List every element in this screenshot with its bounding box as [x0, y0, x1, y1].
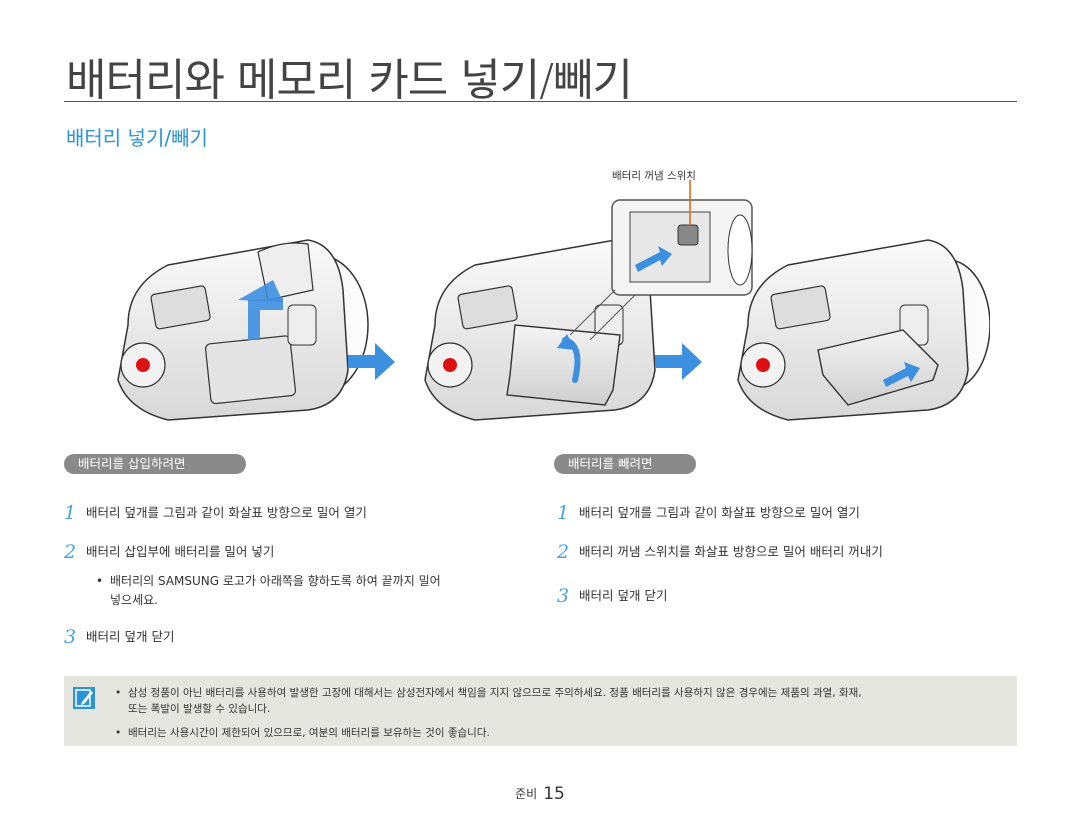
camcorder-2 — [424, 239, 656, 421]
page-footer: 준비 15 — [0, 784, 1080, 804]
callout-label: 배터리 꺼냄 스위치 — [612, 170, 696, 182]
insert-bullet-line1: 배터리의 SAMSUNG 로고가 아래쪽을 향하도록 하여 끝까지 밀어 — [96, 573, 441, 590]
camcorder-1 — [117, 239, 369, 421]
footer-section: 준비 — [515, 787, 538, 801]
camcorder-3 — [737, 239, 990, 421]
note-pencil-icon — [73, 687, 95, 709]
page-number: 15 — [543, 784, 565, 804]
insert-bullet-line2: 넣으세요. — [110, 593, 158, 607]
note-item-1-line2: 또는 폭발이 발생할 수 있습니다. — [128, 703, 271, 715]
page-title: 배터리와 메모리 카드 넣기/빼기 — [66, 55, 633, 106]
section-title: 배터리 넣기/빼기 — [66, 126, 208, 150]
note-item-1-line1: 삼성 정품이 아닌 배터리를 사용하여 발생한 고장에 대해서는 삼성전자에서 … — [115, 685, 1013, 701]
inset-zoom — [569, 180, 753, 341]
remove-pill: 배터리를 빼려면 — [554, 454, 696, 474]
title-divider — [64, 101, 1017, 102]
camcorder-illustration — [117, 180, 990, 421]
arrow-icon — [348, 343, 395, 380]
note-item-2: 배터리는 사용시간이 제한되어 있으므로, 여분의 배터리를 보유하는 것이 좋… — [115, 725, 490, 741]
arrow-icon — [655, 343, 702, 380]
insert-pill: 배터리를 삽입하려면 — [64, 454, 246, 474]
